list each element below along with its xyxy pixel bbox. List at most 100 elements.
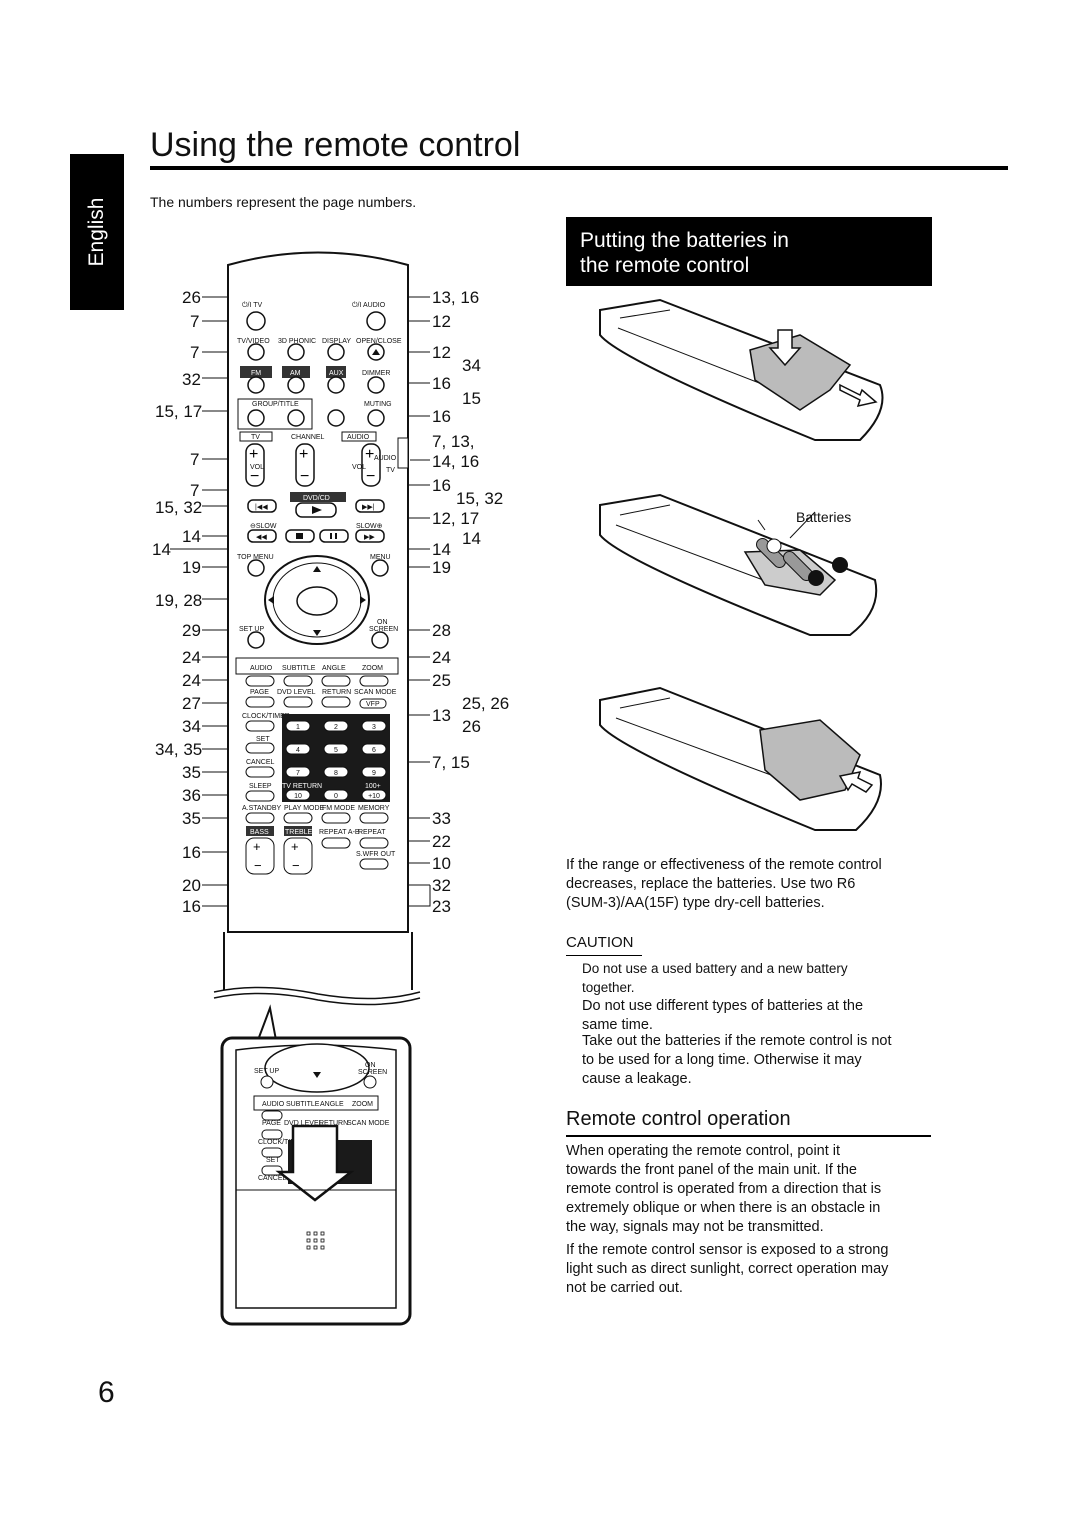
- svg-text:TV: TV: [386, 467, 395, 474]
- svg-text:A.STANDBY: A.STANDBY: [242, 805, 281, 812]
- battery-step-1: [599, 298, 884, 441]
- number-key[interactable]: [361, 720, 387, 732]
- batteries-heading-line2: the remote control: [580, 254, 750, 277]
- callout: 26: [462, 717, 481, 736]
- number-key[interactable]: [323, 766, 349, 778]
- title-rule: [150, 166, 1008, 170]
- enter-button[interactable]: [296, 586, 338, 616]
- number-key-label: 7: [296, 770, 300, 777]
- callout: 34: [462, 356, 481, 375]
- operation-paragraph-line: towards the front panel of the main unit…: [566, 1162, 857, 1178]
- operation-paragraph-line: If the remote control sensor is exposed …: [566, 1242, 889, 1258]
- number-key[interactable]: [285, 789, 311, 801]
- callout: 29: [182, 621, 201, 640]
- battery-step-2: [599, 493, 878, 636]
- callout: 14: [432, 540, 451, 559]
- callout: 24: [182, 671, 201, 690]
- caution-item: Do not use different types of batteries …: [582, 997, 922, 1035]
- caution-item: Do not use a used battery and a new batt…: [582, 959, 922, 997]
- callout: 14, 16: [432, 452, 480, 471]
- svg-text:◀◀: ◀◀: [256, 534, 267, 541]
- callout: 16: [432, 476, 451, 495]
- callout: 16: [432, 407, 451, 426]
- svg-text:OPEN/CLOSE: OPEN/CLOSE: [356, 338, 402, 345]
- svg-text:+: +: [253, 839, 261, 854]
- svg-text:ZOOM: ZOOM: [362, 665, 383, 672]
- callout: 19: [182, 558, 201, 577]
- callout: 16: [182, 897, 201, 916]
- svg-text:−: −: [300, 468, 309, 485]
- operation-paragraph-2: If the remote control sensor is exposed …: [566, 1241, 936, 1298]
- number-key[interactable]: [361, 743, 387, 755]
- svg-text:▶▶: ▶▶: [364, 534, 375, 541]
- audio-power-button[interactable]: [366, 311, 386, 331]
- callout: 19, 28: [155, 591, 203, 610]
- number-key[interactable]: [361, 766, 387, 778]
- number-key-label: 3: [372, 724, 376, 731]
- battery-step-3: [599, 686, 882, 831]
- batteries-paragraph-line: If the range or effectiveness of the rem…: [566, 857, 882, 873]
- callout: 33: [432, 809, 451, 828]
- callout: 16: [182, 843, 201, 862]
- callout: 19: [432, 558, 451, 577]
- batteries-label: Batteries: [796, 509, 852, 525]
- operation-paragraph-line: remote control is operated from a direct…: [566, 1181, 882, 1197]
- svg-text:ANGLE: ANGLE: [322, 665, 346, 672]
- callout: 16: [432, 374, 451, 393]
- svg-text:DISPLAY: DISPLAY: [322, 338, 351, 345]
- intro-text: The numbers represent the page numbers.: [150, 194, 417, 210]
- caution-item-line: cause a leakage.: [582, 1071, 692, 1087]
- callout: 13: [432, 706, 451, 725]
- svg-text:−: −: [366, 468, 375, 485]
- svg-text:SUBTITLE: SUBTITLE: [282, 665, 316, 672]
- number-key[interactable]: [285, 720, 311, 732]
- callout: 36: [182, 786, 201, 805]
- caution-item-line: Do not use a used battery and a new batt…: [582, 961, 848, 976]
- svg-text:TV: TV: [251, 434, 260, 441]
- svg-text:|◀◀: |◀◀: [255, 504, 268, 511]
- number-key[interactable]: [285, 766, 311, 778]
- batteries-heading-line1: Putting the batteries in: [580, 229, 789, 252]
- number-key-label: 8: [334, 770, 338, 777]
- number-key[interactable]: [323, 743, 349, 755]
- operation-paragraph-line: the way, signals may not be transmitted.: [566, 1219, 824, 1235]
- number-key-label: 9: [372, 770, 376, 777]
- svg-text:TOP MENU: TOP MENU: [237, 554, 274, 561]
- caution-item-line: Do not use different types of batteries …: [582, 998, 864, 1014]
- operation-heading: Remote control operation: [566, 1108, 791, 1130]
- svg-text:⏻/I TV: ⏻/I TV: [242, 301, 263, 309]
- tv-power-button[interactable]: [246, 311, 266, 331]
- operation-heading-rule: [566, 1135, 931, 1137]
- callout: 32: [432, 876, 451, 895]
- callout: 35: [182, 809, 201, 828]
- slide-down-arrow-icon: [275, 1124, 355, 1202]
- svg-text:CHANNEL: CHANNEL: [291, 434, 325, 441]
- callout: 14: [182, 527, 201, 546]
- svg-text:MEMORY: MEMORY: [358, 805, 390, 812]
- number-key[interactable]: [323, 720, 349, 732]
- caution-item-line: to be used for a long time. Otherwise it…: [582, 1052, 862, 1068]
- svg-text:VFP: VFP: [366, 701, 380, 708]
- number-key[interactable]: [323, 789, 349, 801]
- battery-illustrations: [599, 298, 884, 831]
- number-key[interactable]: [285, 743, 311, 755]
- operation-paragraph-line: When operating the remote control, point…: [566, 1143, 841, 1159]
- callout: 12, 17: [432, 509, 480, 528]
- svg-text:SET UP: SET UP: [239, 626, 264, 633]
- callout: 12: [432, 312, 451, 331]
- caution-item-line: together.: [582, 980, 635, 995]
- svg-text:ZOOM: ZOOM: [352, 1101, 373, 1108]
- svg-text:+: +: [291, 839, 299, 854]
- svg-text:VOL: VOL: [250, 464, 264, 471]
- language-tab: English: [70, 154, 124, 310]
- number-key-label: +10: [368, 793, 380, 800]
- operation-paragraph-1: When operating the remote control, point…: [566, 1142, 936, 1237]
- number-key-label: 0: [334, 793, 338, 800]
- svg-text:3D PHONIC: 3D PHONIC: [278, 338, 316, 345]
- number-key[interactable]: [361, 789, 387, 801]
- svg-text:AUDIO: AUDIO: [347, 434, 370, 441]
- number-key-label: 6: [372, 747, 376, 754]
- callout: 26: [182, 288, 201, 307]
- svg-text:TV RETURN: TV RETURN: [282, 783, 322, 790]
